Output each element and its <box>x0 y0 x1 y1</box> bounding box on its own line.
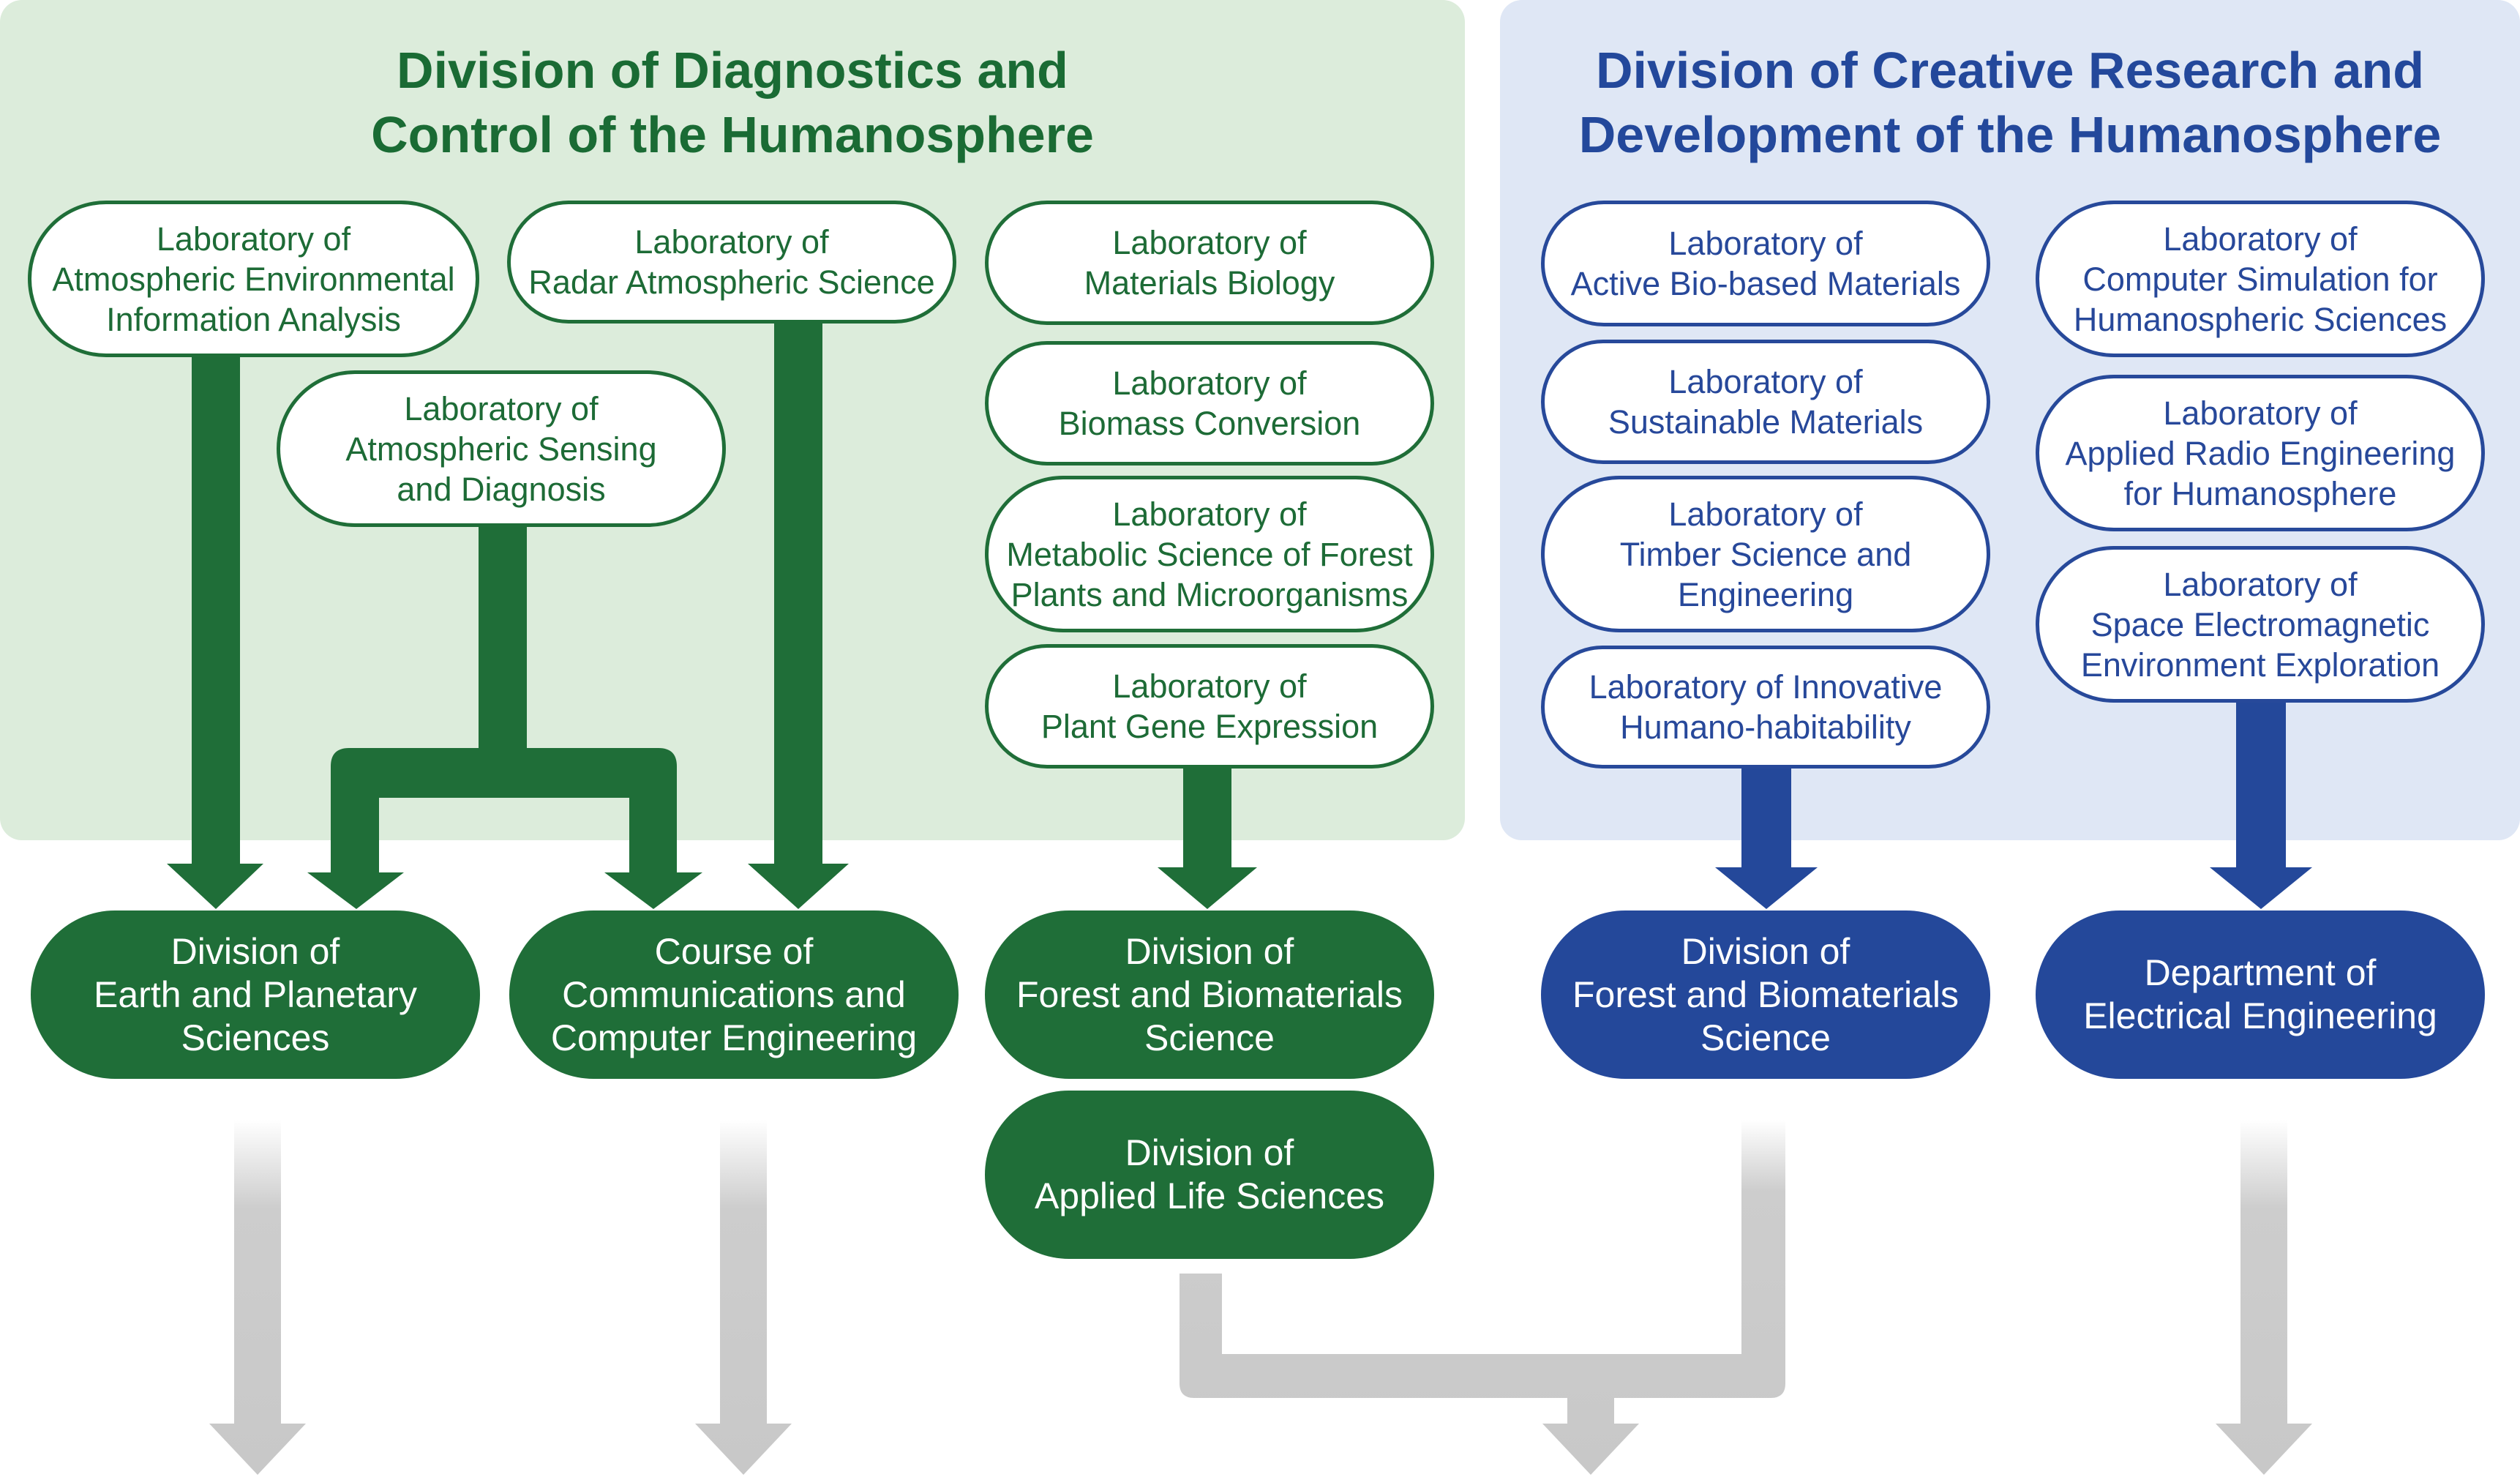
dest-forest-biomaterials-science-blue: Division of Forest and Biomaterials Scie… <box>1541 910 1990 1079</box>
dest-electrical-engineering: Department of Electrical Engineering <box>2036 910 2485 1079</box>
lab-radar-atmospheric-science: Laboratory of Radar Atmospheric Science <box>507 201 956 324</box>
dest-forest-biomaterials-science-green: Division of Forest and Biomaterials Scie… <box>985 910 1434 1079</box>
lab-active-bio-based-materials: Laboratory of Active Bio-based Materials <box>1541 201 1990 326</box>
arrow-radar-to-communications <box>748 324 849 909</box>
gray-arrow-earth <box>209 1120 306 1475</box>
arrow-atmospheric-env-to-earth <box>167 357 263 909</box>
lab-biomass-conversion: Laboratory of Biomass Conversion <box>985 341 1434 465</box>
creative-research-division-title: Division of Creative Research and Develo… <box>1578 42 2442 163</box>
arrow-plant-gene-to-forest <box>1158 769 1257 909</box>
gray-arrow-communications <box>695 1120 792 1475</box>
lab-materials-biology: Laboratory of Materials Biology <box>985 201 1434 325</box>
arrow-innovative-habitability-to-forest <box>1715 769 1818 909</box>
lab-atmospheric-sensing-and-diagnosis: Laboratory of Atmospheric Sensing and Di… <box>277 370 726 527</box>
lab-timber-science-and-engineering: Laboratory of Timber Science and Enginee… <box>1541 476 1990 632</box>
dest-earth-planetary-sciences: Division of Earth and Planetary Sciences <box>31 910 480 1079</box>
lab-plant-gene-expression: Laboratory of Plant Gene Expression <box>985 644 1434 769</box>
lab-sustainable-materials: Laboratory of Sustainable Materials <box>1541 340 1990 464</box>
lab-innovative-humano-habitability: Laboratory of Innovative Humano-habitabi… <box>1541 646 1990 769</box>
lab-space-electromagnetic-environment: Laboratory of Space Electromagnetic Envi… <box>2036 546 2485 703</box>
arrow-space-em-to-electrical <box>2210 703 2312 909</box>
gray-arrow-electrical <box>2216 1120 2312 1475</box>
gray-arrow-merge <box>1180 1120 1785 1475</box>
dest-communications-computer-engineering: Course of Communications and Computer En… <box>509 910 959 1079</box>
lab-atmospheric-environmental-information-analysis: Laboratory of Atmospheric Environmental … <box>28 201 479 357</box>
lab-computer-simulation-humanospheric: Laboratory of Computer Simulation for Hu… <box>2036 201 2485 357</box>
dest-applied-life-sciences: Division of Applied Life Sciences <box>985 1091 1434 1259</box>
lab-metabolic-science-forest-plants: Laboratory of Metabolic Science of Fores… <box>985 476 1434 632</box>
arrow-atmospheric-sensing-split <box>307 527 702 909</box>
diagnostics-division-title: Division of Diagnostics and Control of t… <box>371 42 1094 163</box>
lab-applied-radio-engineering: Laboratory of Applied Radio Engineering … <box>2036 375 2485 531</box>
